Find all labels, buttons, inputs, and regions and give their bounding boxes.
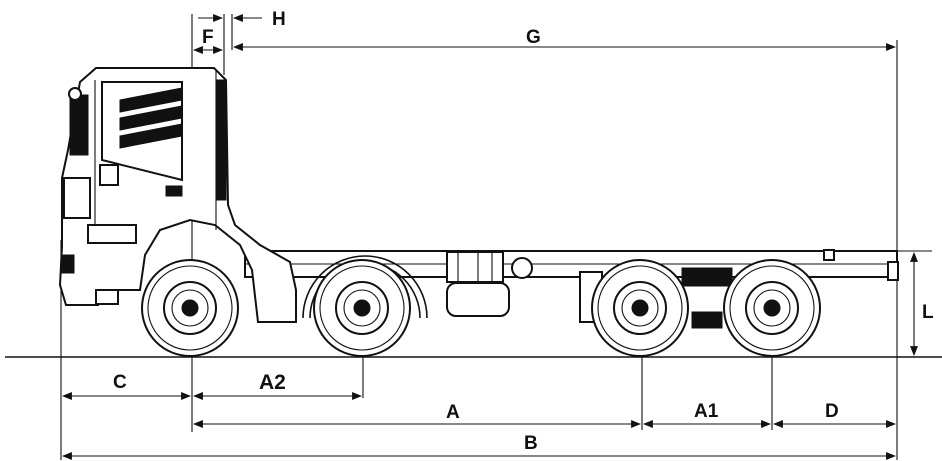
label-D: D bbox=[825, 401, 839, 422]
wheel-third bbox=[591, 259, 689, 357]
label-L: L bbox=[922, 302, 934, 323]
label-A: A bbox=[446, 402, 460, 423]
dimension-arrows bbox=[62, 14, 918, 460]
label-F: F bbox=[202, 27, 214, 48]
wheel-second bbox=[313, 259, 411, 357]
wheel-rear bbox=[723, 259, 821, 357]
label-C: C bbox=[113, 372, 127, 393]
label-A1: A1 bbox=[694, 401, 719, 422]
label-H: H bbox=[272, 9, 286, 30]
label-A2: A2 bbox=[259, 371, 286, 394]
label-G: G bbox=[526, 27, 541, 48]
label-B: B bbox=[524, 433, 538, 454]
wheel-front bbox=[141, 259, 239, 357]
cab bbox=[58, 67, 297, 323]
